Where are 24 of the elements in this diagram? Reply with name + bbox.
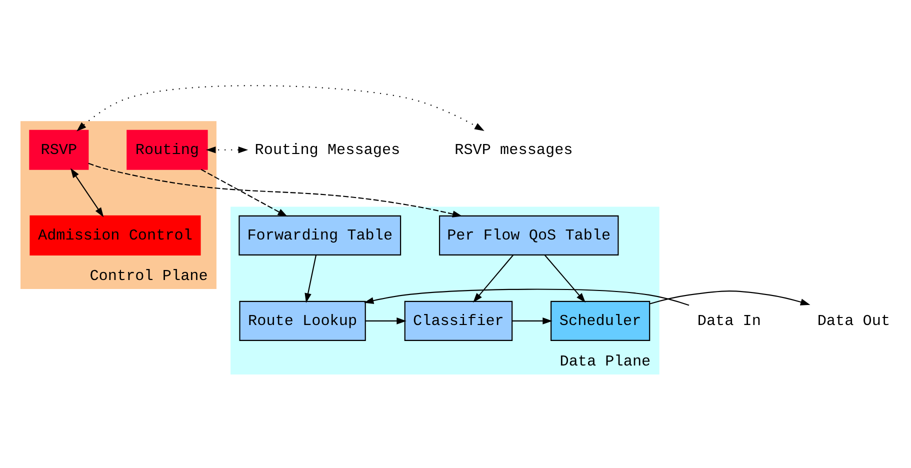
node-box: Forwarding Table — [238, 215, 402, 256]
node-box: Routing — [126, 130, 208, 170]
arrow — [304, 254, 317, 304]
node-text: Data In — [697, 312, 761, 330]
node-text: Routing Messages — [254, 140, 400, 159]
node-box: Classifier — [404, 300, 513, 341]
arrow — [88, 162, 462, 218]
node-box: RSVP — [29, 130, 89, 170]
node-box: Per Flow QoS Table — [438, 215, 619, 256]
arrow — [544, 254, 586, 303]
node-box: Route Lookup — [239, 300, 366, 341]
arrow — [206, 146, 248, 154]
arrow — [76, 85, 484, 132]
node-text: RSVP messages — [454, 140, 573, 159]
arrow — [364, 288, 690, 306]
node-box: Admission Control — [30, 215, 201, 256]
arrow — [650, 290, 810, 306]
arrow — [70, 168, 104, 218]
arrow — [200, 168, 288, 217]
node-text: Data Out — [817, 312, 890, 330]
arrow — [366, 318, 406, 324]
arrow — [512, 318, 552, 324]
arrow — [473, 254, 514, 303]
node-box: Scheduler — [550, 300, 650, 341]
